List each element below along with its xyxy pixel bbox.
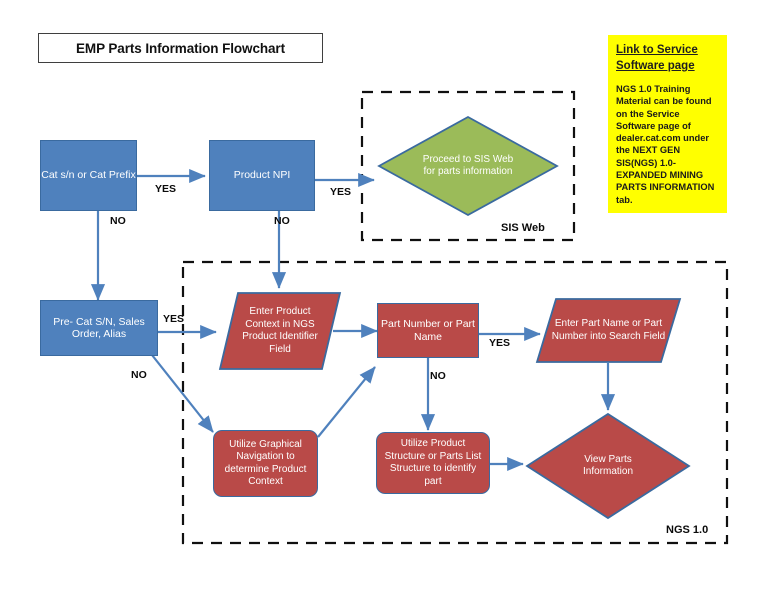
node-view-parts-information[interactable]: View Parts Information [527,414,689,518]
node-enter-part-search-label: Enter Part Name or Part Number into Sear… [551,318,666,342]
node-part-number-or-part-name[interactable]: Part Number or Part Name [377,303,479,358]
node-enter-part-search-shape [535,298,682,363]
edge-pre-cat-to-utilize-graphical-nav [151,354,214,433]
service-software-note: Link to Service Software page NGS 1.0 Tr… [608,35,727,213]
edge-label-no-product-npi: NO [274,215,290,227]
page-title-text: EMP Parts Information Flowchart [76,40,285,56]
edge-label-yes-cat-sn: YES [155,183,177,195]
edge-label-yes-product-npi: YES [330,186,352,198]
node-product-npi-label: Product NPI [233,169,291,182]
edge-label-no-cat-sn: NO [110,215,126,227]
service-software-link[interactable]: Link to Service Software page [616,44,698,72]
node-cat-sn-or-prefix-label: Cat s/n or Cat Prefix [41,169,136,182]
node-proceed-to-sis-web[interactable]: Proceed to SIS Web for parts information [379,117,557,215]
node-product-npi[interactable]: Product NPI [209,140,315,211]
node-proceed-to-sis-web-label: Proceed to SIS Web for parts information [422,153,514,178]
group-box-sis-web [360,90,576,242]
node-enter-product-context-shape [218,292,342,370]
node-utilize-graphical-navigation[interactable]: Utilize Graphical Navigation to determin… [213,430,318,497]
node-utilize-product-structure-label: Utilize Product Structure or Parts List … [384,438,482,487]
service-software-note-body: NGS 1.0 Training Material can be found o… [616,84,715,205]
edge-label-no-pre-cat: NO [131,369,147,381]
edge-label-yes-part-number: YES [489,337,511,349]
group-box-ngs [181,260,729,545]
node-cat-sn-or-prefix[interactable]: Cat s/n or Cat Prefix [40,140,137,211]
node-enter-product-context-label: Enter Product Context in NGS Product Ide… [242,306,318,355]
group-label-ngs: NGS 1.0 [666,524,709,536]
node-view-parts-information-label: View Parts Information [582,453,634,478]
group-label-sis-web: SIS Web [501,222,545,234]
node-pre-cat-sn[interactable]: Pre- Cat S/N, Sales Order, Alias [40,300,158,356]
edge-utilize-graphical-nav-to-part-number [317,366,376,438]
node-proceed-to-sis-web-shape [377,115,559,217]
node-view-parts-information-shape [525,412,691,520]
node-utilize-product-structure[interactable]: Utilize Product Structure or Parts List … [376,432,490,494]
edge-label-yes-pre-cat: YES [163,313,185,325]
node-part-number-or-part-name-label: Part Number or Part Name [381,318,475,343]
node-pre-cat-sn-label: Pre- Cat S/N, Sales Order, Alias [53,315,145,341]
node-enter-part-search[interactable]: Enter Part Name or Part Number into Sear… [537,299,680,362]
node-enter-product-context[interactable]: Enter Product Context in NGS Product Ide… [220,293,340,369]
node-utilize-graphical-navigation-label: Utilize Graphical Navigation to determin… [224,438,307,488]
edge-label-no-part-number: NO [430,370,446,382]
page-title: EMP Parts Information Flowchart [38,33,323,63]
